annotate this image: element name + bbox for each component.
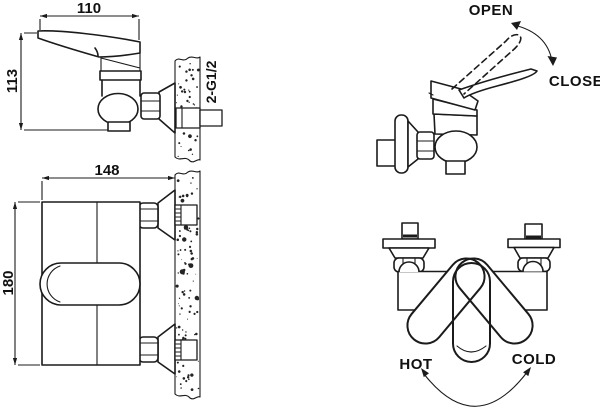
hex-nut-bottom — [138, 336, 159, 363]
operation-view: OPEN CLOSE — [376, 2, 600, 175]
cold-label: COLD — [512, 351, 557, 368]
hex-nut-facets — [140, 100, 161, 112]
rotation-arrow-open-head — [511, 21, 521, 30]
handle-hot-outline — [406, 257, 486, 345]
wall-break-edge-bottom — [174, 393, 201, 400]
side-view: 2-G1/2 110 113 — [4, 0, 223, 163]
handle-front — [39, 262, 141, 306]
bell-left — [388, 247, 430, 259]
hose-outlet-persp — [445, 160, 466, 175]
neck-detail — [100, 52, 141, 72]
lever-open-position-dashed — [451, 33, 522, 95]
handle-inner-contour — [46, 265, 61, 303]
pipe-in-wall — [175, 107, 201, 129]
thread-ridges-top — [175, 204, 182, 226]
lever-closed-position — [458, 68, 538, 99]
wall-break-edge-top — [174, 170, 201, 176]
top-mount — [138, 189, 198, 241]
body-sides — [101, 79, 141, 97]
dome-right — [522, 260, 544, 272]
dimension-height-180: 180 — [0, 201, 40, 366]
handle-cold-outline — [454, 257, 534, 345]
thread-ridges-bottom — [175, 339, 182, 361]
dim-148-label: 148 — [94, 162, 119, 179]
mixing-view: HOT COLD — [382, 222, 561, 407]
lever-cap-persp — [430, 80, 479, 111]
dome-left — [398, 261, 420, 273]
valve-body — [97, 92, 139, 126]
hex-nut-facets — [416, 140, 435, 152]
open-label: OPEN — [469, 2, 514, 19]
dim-110-label: 110 — [77, 0, 101, 17]
escutcheon-disc — [394, 114, 409, 174]
dim-110-lines — [39, 15, 140, 40]
dim-148-lines — [41, 177, 175, 200]
temperature-arrow-hot-head — [421, 368, 429, 378]
hot-label: HOT — [399, 356, 432, 373]
lever-notch — [94, 47, 99, 57]
hex-nut-facets — [138, 208, 159, 222]
flange-right — [507, 238, 561, 249]
front-view: 148 180 — [0, 162, 201, 400]
dim-113-lines — [20, 32, 108, 131]
pipe-stub — [376, 139, 397, 167]
faucet-lever — [37, 30, 141, 58]
cap-tick — [428, 92, 434, 96]
wall-fitting-top — [174, 204, 198, 226]
dim-180-label: 180 — [0, 270, 17, 295]
wall-break-edge-top — [174, 56, 201, 62]
escutcheon-bell-bottom — [157, 323, 176, 375]
body-collar — [99, 70, 142, 81]
dimension-width-148: 148 — [41, 162, 175, 200]
wall-fitting-bottom — [174, 339, 198, 361]
bottom-mount — [138, 323, 198, 375]
temperature-arc — [423, 370, 529, 407]
hex-nut-top — [138, 202, 159, 229]
flange-left — [382, 238, 436, 249]
temperature-arrow-cold-head — [523, 367, 531, 377]
pipe-fitting: 2-G1/2 — [175, 60, 223, 129]
rotation-arc — [513, 24, 553, 62]
dimension-height-113: 113 — [4, 32, 108, 131]
wall-break-edge-bottom — [174, 156, 201, 163]
handle-center-inner-arc — [456, 345, 487, 353]
rotation-arrow-close-head — [547, 56, 557, 66]
escutcheon-bell-top — [157, 189, 176, 241]
temperature-arrow-icon — [421, 367, 531, 407]
handle-center-outline — [452, 262, 491, 363]
hose-outlet — [107, 121, 131, 132]
pipe-nipple — [199, 109, 223, 127]
dimension-width-110: 110 — [39, 0, 140, 40]
hex-nut — [140, 92, 161, 120]
close-label: CLOSE — [549, 73, 600, 90]
hex-nut-facets — [138, 342, 159, 356]
handle-positions — [406, 257, 534, 363]
dim-180-lines — [14, 201, 40, 366]
rotation-arrow-icon — [511, 21, 557, 66]
thread-size-label: 2-G1/2 — [203, 60, 219, 103]
dim-113-label: 113 — [4, 69, 21, 93]
bell-right — [513, 246, 555, 259]
hex-nut-persp — [416, 131, 435, 160]
valve-body-persp — [434, 130, 478, 164]
escutcheon-bell — [158, 82, 176, 134]
